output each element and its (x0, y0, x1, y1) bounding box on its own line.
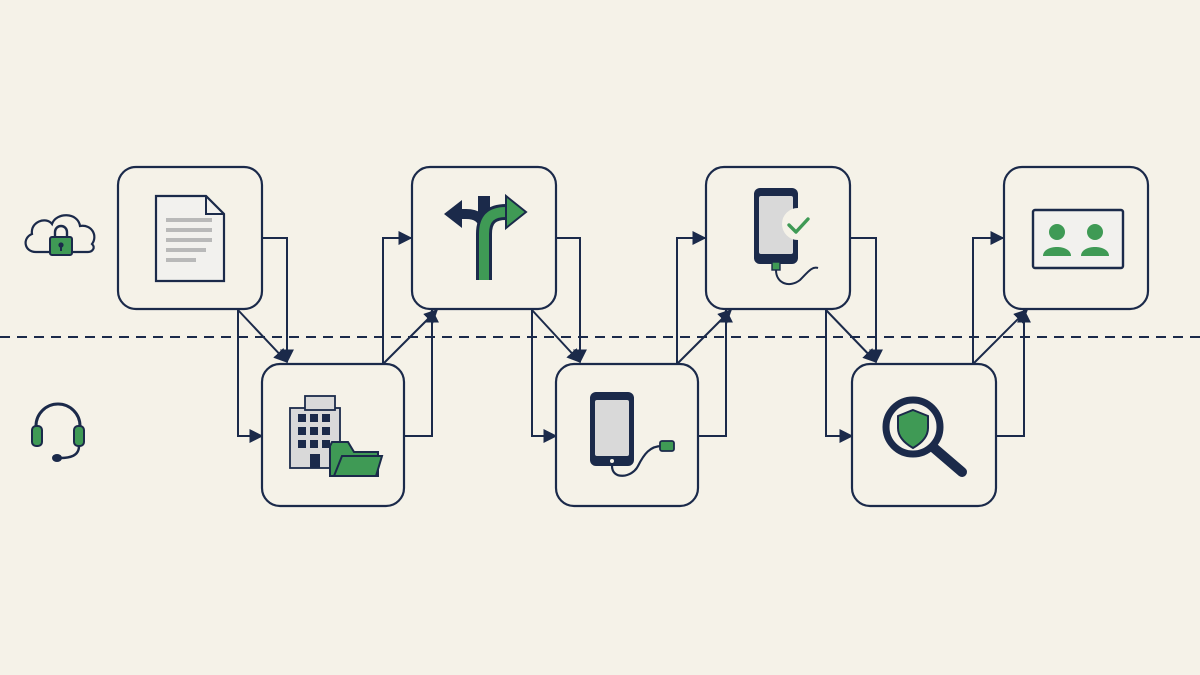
connector-2-3-a (382, 231, 413, 364)
fork-arrows-icon (444, 193, 528, 280)
screen-users-icon (1031, 208, 1125, 270)
connector-2-3-c (404, 308, 439, 437)
connectors (237, 231, 1031, 443)
connector-5-6-a (850, 237, 883, 364)
connector-6-7-c (996, 308, 1031, 437)
cloud-lock-icon (24, 214, 96, 256)
phone-cable-icon (590, 392, 675, 477)
connector-1-2-a (262, 237, 294, 364)
phone-check-icon (754, 188, 819, 286)
connector-6-7-b (972, 309, 1028, 365)
connector-3-4-b (531, 309, 581, 364)
headset-icon (31, 402, 85, 462)
connector-3-4-c (531, 310, 558, 443)
magnifier-shield-icon (882, 396, 967, 477)
connector-5-6-c (825, 310, 854, 443)
building-folder-icon (289, 395, 384, 477)
connector-4-5-a (676, 231, 707, 364)
document-icon (154, 194, 226, 283)
connector-1-2-c (237, 310, 264, 443)
connector-6-7-a (972, 231, 1005, 364)
connector-4-5-c (699, 308, 733, 437)
connector-5-6-b (825, 309, 877, 364)
connector-3-4-a (556, 237, 587, 364)
connector-1-2-b (237, 309, 288, 364)
